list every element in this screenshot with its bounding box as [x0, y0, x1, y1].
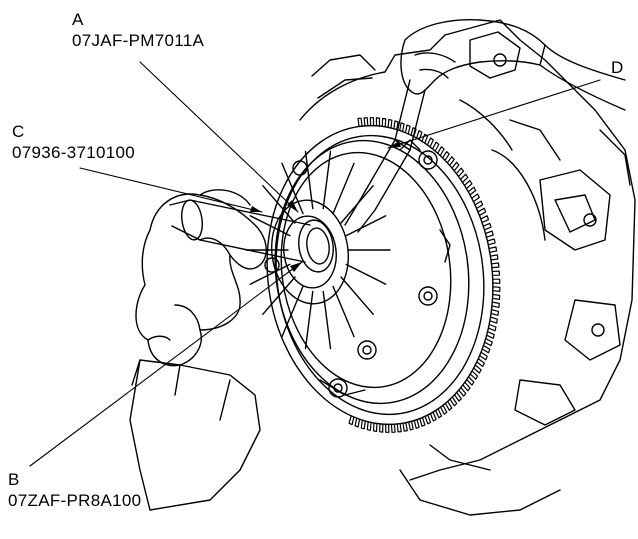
- diaphragm-spring: [245, 150, 391, 350]
- clutch-alignment-disc: [283, 215, 337, 289]
- diaphragm-finger: [249, 263, 291, 285]
- diaphragm-finger: [281, 285, 304, 338]
- diaphragm-finger: [281, 162, 304, 215]
- hub-spline: [270, 199, 350, 305]
- arrowhead-b: [290, 262, 302, 272]
- diaphragm-finger: [249, 215, 291, 237]
- arrowhead-a: [287, 200, 298, 212]
- arrowhead-c: [250, 206, 262, 212]
- diaphragm-finger: [262, 276, 296, 315]
- diaphragm-finger: [340, 276, 374, 315]
- callout-d-letter: D: [611, 58, 624, 77]
- pressure-plate: [264, 139, 470, 405]
- callout-a-part-number: 07JAF-PM7011A: [72, 31, 205, 50]
- callout-c-letter: C: [12, 122, 25, 141]
- diaphragm-finger: [345, 215, 387, 237]
- transmission-housing: [299, 19, 636, 516]
- flywheel-ring-gear: [266, 117, 501, 433]
- diaphragm-finger: [304, 150, 314, 210]
- diaphragm-finger: [345, 263, 387, 285]
- leader-line-a: [139, 61, 299, 213]
- handle-shaft: [169, 199, 311, 263]
- callout-c-part-number: 07936-3710100: [12, 143, 136, 162]
- left-sleeve: [129, 359, 261, 511]
- callout-a-letter: A: [72, 10, 84, 29]
- leader-line-c: [79, 167, 263, 213]
- diaphragm-finger: [262, 184, 296, 224]
- leader-lines: [29, 61, 601, 467]
- diaphragm-finger: [304, 290, 314, 350]
- callout-b-part-number: 07ZAF-PR8A100: [8, 491, 142, 510]
- left-hand: [135, 189, 267, 367]
- diaphragm-finger: [332, 162, 355, 215]
- diaphragm-finger: [332, 285, 355, 338]
- callout-b-letter: B: [8, 470, 20, 489]
- leader-line-d: [387, 79, 601, 149]
- lever-tool: [344, 79, 426, 233]
- leader-arrowheads: [250, 141, 401, 272]
- diaphragm-finger: [322, 150, 332, 210]
- leader-line-b: [29, 261, 303, 467]
- arrowhead-d: [388, 141, 401, 148]
